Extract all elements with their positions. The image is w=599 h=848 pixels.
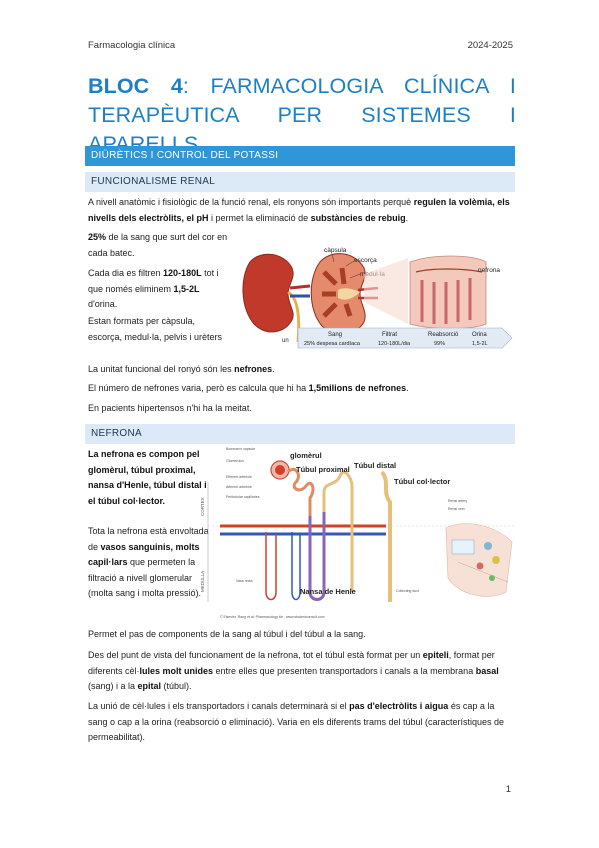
label-nansa-henle: Nansa de Henle: [300, 587, 356, 596]
small-label-4: Peritubular capillaries: [226, 495, 260, 499]
nephron-bold-2: vasos sanguinis, molts capil·lars: [88, 541, 200, 568]
cell-inset: [445, 523, 513, 597]
label-capsula: càpsula: [324, 247, 347, 254]
union-text-1: La unió de cèl·lules i els transportador…: [88, 701, 350, 711]
unit-bold-1: nefrones: [234, 364, 273, 374]
union-bold-1: pas d'electròlits i aigua: [349, 701, 449, 711]
epi-bold-2: lules molt unides: [139, 665, 214, 676]
subsection-heading-nefrona: NEFRONA: [85, 424, 515, 444]
small-label-7: Renal vein: [448, 507, 465, 511]
small-label-5: Collecting duct: [396, 589, 419, 593]
intro-bold-1: regulen la volèmia, els nivells dels ele…: [88, 197, 510, 223]
intro-bold-2: substàncies de rebuig: [310, 212, 406, 223]
unit-text-1: La unitat funcional del ronyó són les: [88, 364, 235, 374]
epi-text-2: , format per diferents cèl·: [88, 650, 495, 676]
page-number: 1: [505, 784, 511, 795]
p25-bold: 25%: [88, 232, 107, 242]
table-header-reabsorcio: Reabsorció: [428, 332, 459, 338]
table-header-filtrat: Filtrat: [382, 332, 397, 338]
kidney-structure-paragraph: Estan formats per càpsula, escorça, medu…: [88, 316, 223, 342]
label-tubul-collector: Túbul col·lector: [394, 477, 450, 486]
table-header-orina: Orina: [472, 332, 487, 338]
small-label-0: Bowman's capsule: [226, 447, 255, 451]
distal-tubule: [322, 470, 354, 592]
p25-text: de la sang que surt del cor en cada bate…: [88, 232, 228, 258]
epi-bold-3: basal: [475, 665, 499, 676]
table-value-sang: 25% despesa cardíaca: [304, 341, 361, 347]
proximal-tubule: [286, 467, 315, 516]
small-label-8: Vasa recta: [236, 579, 253, 583]
union-text-2: és cap a la sang o cap a la orina (reabs…: [88, 701, 505, 742]
small-label-1: Glomerulus: [226, 459, 244, 463]
title-line1: : FARMACOLOGIA CLÍNICA I: [182, 74, 516, 98]
unit-text-2: .: [272, 364, 275, 374]
epi-text-3: entre elles que presenten transportadors…: [213, 665, 476, 676]
count-bold-1: 1,5milions de nefrones: [308, 383, 407, 393]
nephron-detail: [409, 255, 487, 329]
count-text-2: .: [406, 383, 409, 393]
title-bloc: BLOC 4: [88, 74, 183, 98]
blood-percentage: 25% de la sang que surt del cor en cada …: [88, 230, 228, 261]
epi-text-4: (sang) i a la: [88, 681, 138, 691]
header-year: 2024-2025: [467, 40, 513, 51]
filt-text-3: d'orina.: [88, 299, 118, 309]
renal-artery-shape: [289, 284, 311, 290]
label-cortex: CORTEX: [200, 497, 205, 516]
flow-arrow: [297, 327, 513, 349]
epithelium-paragraph: Des del punt de vista del funcionament d…: [88, 648, 516, 695]
small-label-3: Afferent arteriole: [226, 485, 252, 489]
intro-text-2: i permet la eliminació de: [208, 212, 311, 223]
subsection-heading-renal: FUNCIONALISME RENAL: [85, 172, 515, 192]
zoom-cone: [364, 258, 408, 324]
label-escorca: escorça: [354, 257, 377, 264]
count-text-1: El número de nefrones varia, però es cal…: [88, 383, 309, 393]
intro-text-3: .: [405, 212, 409, 223]
nephron-tubules: [420, 278, 472, 324]
table-row-label: un: [282, 338, 289, 344]
page-title: BLOC 4: FARMACOLOGIA CLÍNICA I TERAPÈUTI…: [88, 72, 516, 159]
section-heading: DIÜRÈTICS I CONTROL DEL POTASSI: [85, 146, 515, 166]
label-tubul-proximal: Túbul proximal: [296, 465, 350, 474]
small-label-2: Efferent arteriole: [226, 475, 252, 479]
table-value-filtrat: 120-180L/dia: [378, 341, 411, 347]
epi-bold-1: epiteli: [422, 650, 449, 660]
union-paragraph: La unió de cèl·lules i els transportador…: [88, 699, 516, 746]
epi-bold-4: epital: [137, 681, 162, 691]
epi-text-5: (túbul).: [161, 681, 192, 691]
kidney-whole-shape: [242, 253, 294, 333]
passage-paragraph: Permet el pas de components de la sang a…: [88, 629, 366, 639]
filt-bold-1: 120-180L: [163, 268, 202, 278]
header-course: Farmacologia clínica: [88, 40, 176, 51]
functional-unit-paragraph: La unitat funcional del ronyó són les ne…: [88, 362, 516, 378]
label-medulla-axis: MEDULLA: [200, 571, 205, 592]
nephron-figure: CORTEX MEDULLA glomèrul Túbul proximal T…: [200, 447, 516, 619]
nephron-bold-1: La nefrona es compon pel glomèrul, túbul…: [88, 449, 207, 506]
collecting-duct: [380, 470, 392, 602]
filtration-paragraph: Cada dia es filtren 120-180L tot i que n…: [88, 266, 228, 313]
renal-pelvis-shape: [338, 288, 360, 300]
filt-bold-2: 1,5-2L: [173, 283, 200, 294]
epi-text-1: Des del punt de vista del funcionament d…: [88, 650, 423, 660]
nephron-text-2: que permeten la filtració a nivell glome…: [88, 557, 202, 598]
nephron-vessels-paragraph: Tota la nefrona està envoltada de vasos …: [88, 524, 212, 602]
nephron-text-1: Tota la nefrona està envoltada de: [88, 526, 209, 552]
table-value-reabsorcio: 99%: [434, 341, 445, 347]
figure-credit: © Elsevier. Rang et al: Pharmacology 6e …: [220, 615, 325, 619]
intro-paragraph: A nivell anatòmic i fisiològic de la fun…: [88, 195, 516, 226]
medulla-pyramids: [322, 267, 353, 318]
table-value-orina: 1,5-2L: [472, 341, 488, 347]
nephron-composition-paragraph: La nefrona es compon pel glomèrul, túbul…: [88, 447, 212, 509]
filt-text-2: tot i que només eliminem: [88, 268, 219, 294]
loop-of-henle: [308, 512, 326, 601]
hypertensive-paragraph: En pacients hipertensos n'hi ha la meita…: [88, 403, 252, 413]
label-glomerul: glomèrul: [290, 451, 322, 460]
nephron-count-paragraph: El número de nefrones varia, però es cal…: [88, 381, 516, 397]
label-nefrona: nefrona: [478, 267, 500, 274]
table-header-sang: Sang: [328, 332, 342, 338]
intro-text-1: A nivell anatòmic i fisiològic de la fun…: [88, 197, 414, 207]
small-label-6: Renal artery: [448, 499, 467, 503]
filt-text-1: Cada dia es filtren: [88, 268, 164, 278]
label-tubul-distal: Túbul distal: [354, 461, 396, 470]
kidney-figure: càpsula escorça medul·la nefrona un Sang…: [242, 247, 513, 349]
